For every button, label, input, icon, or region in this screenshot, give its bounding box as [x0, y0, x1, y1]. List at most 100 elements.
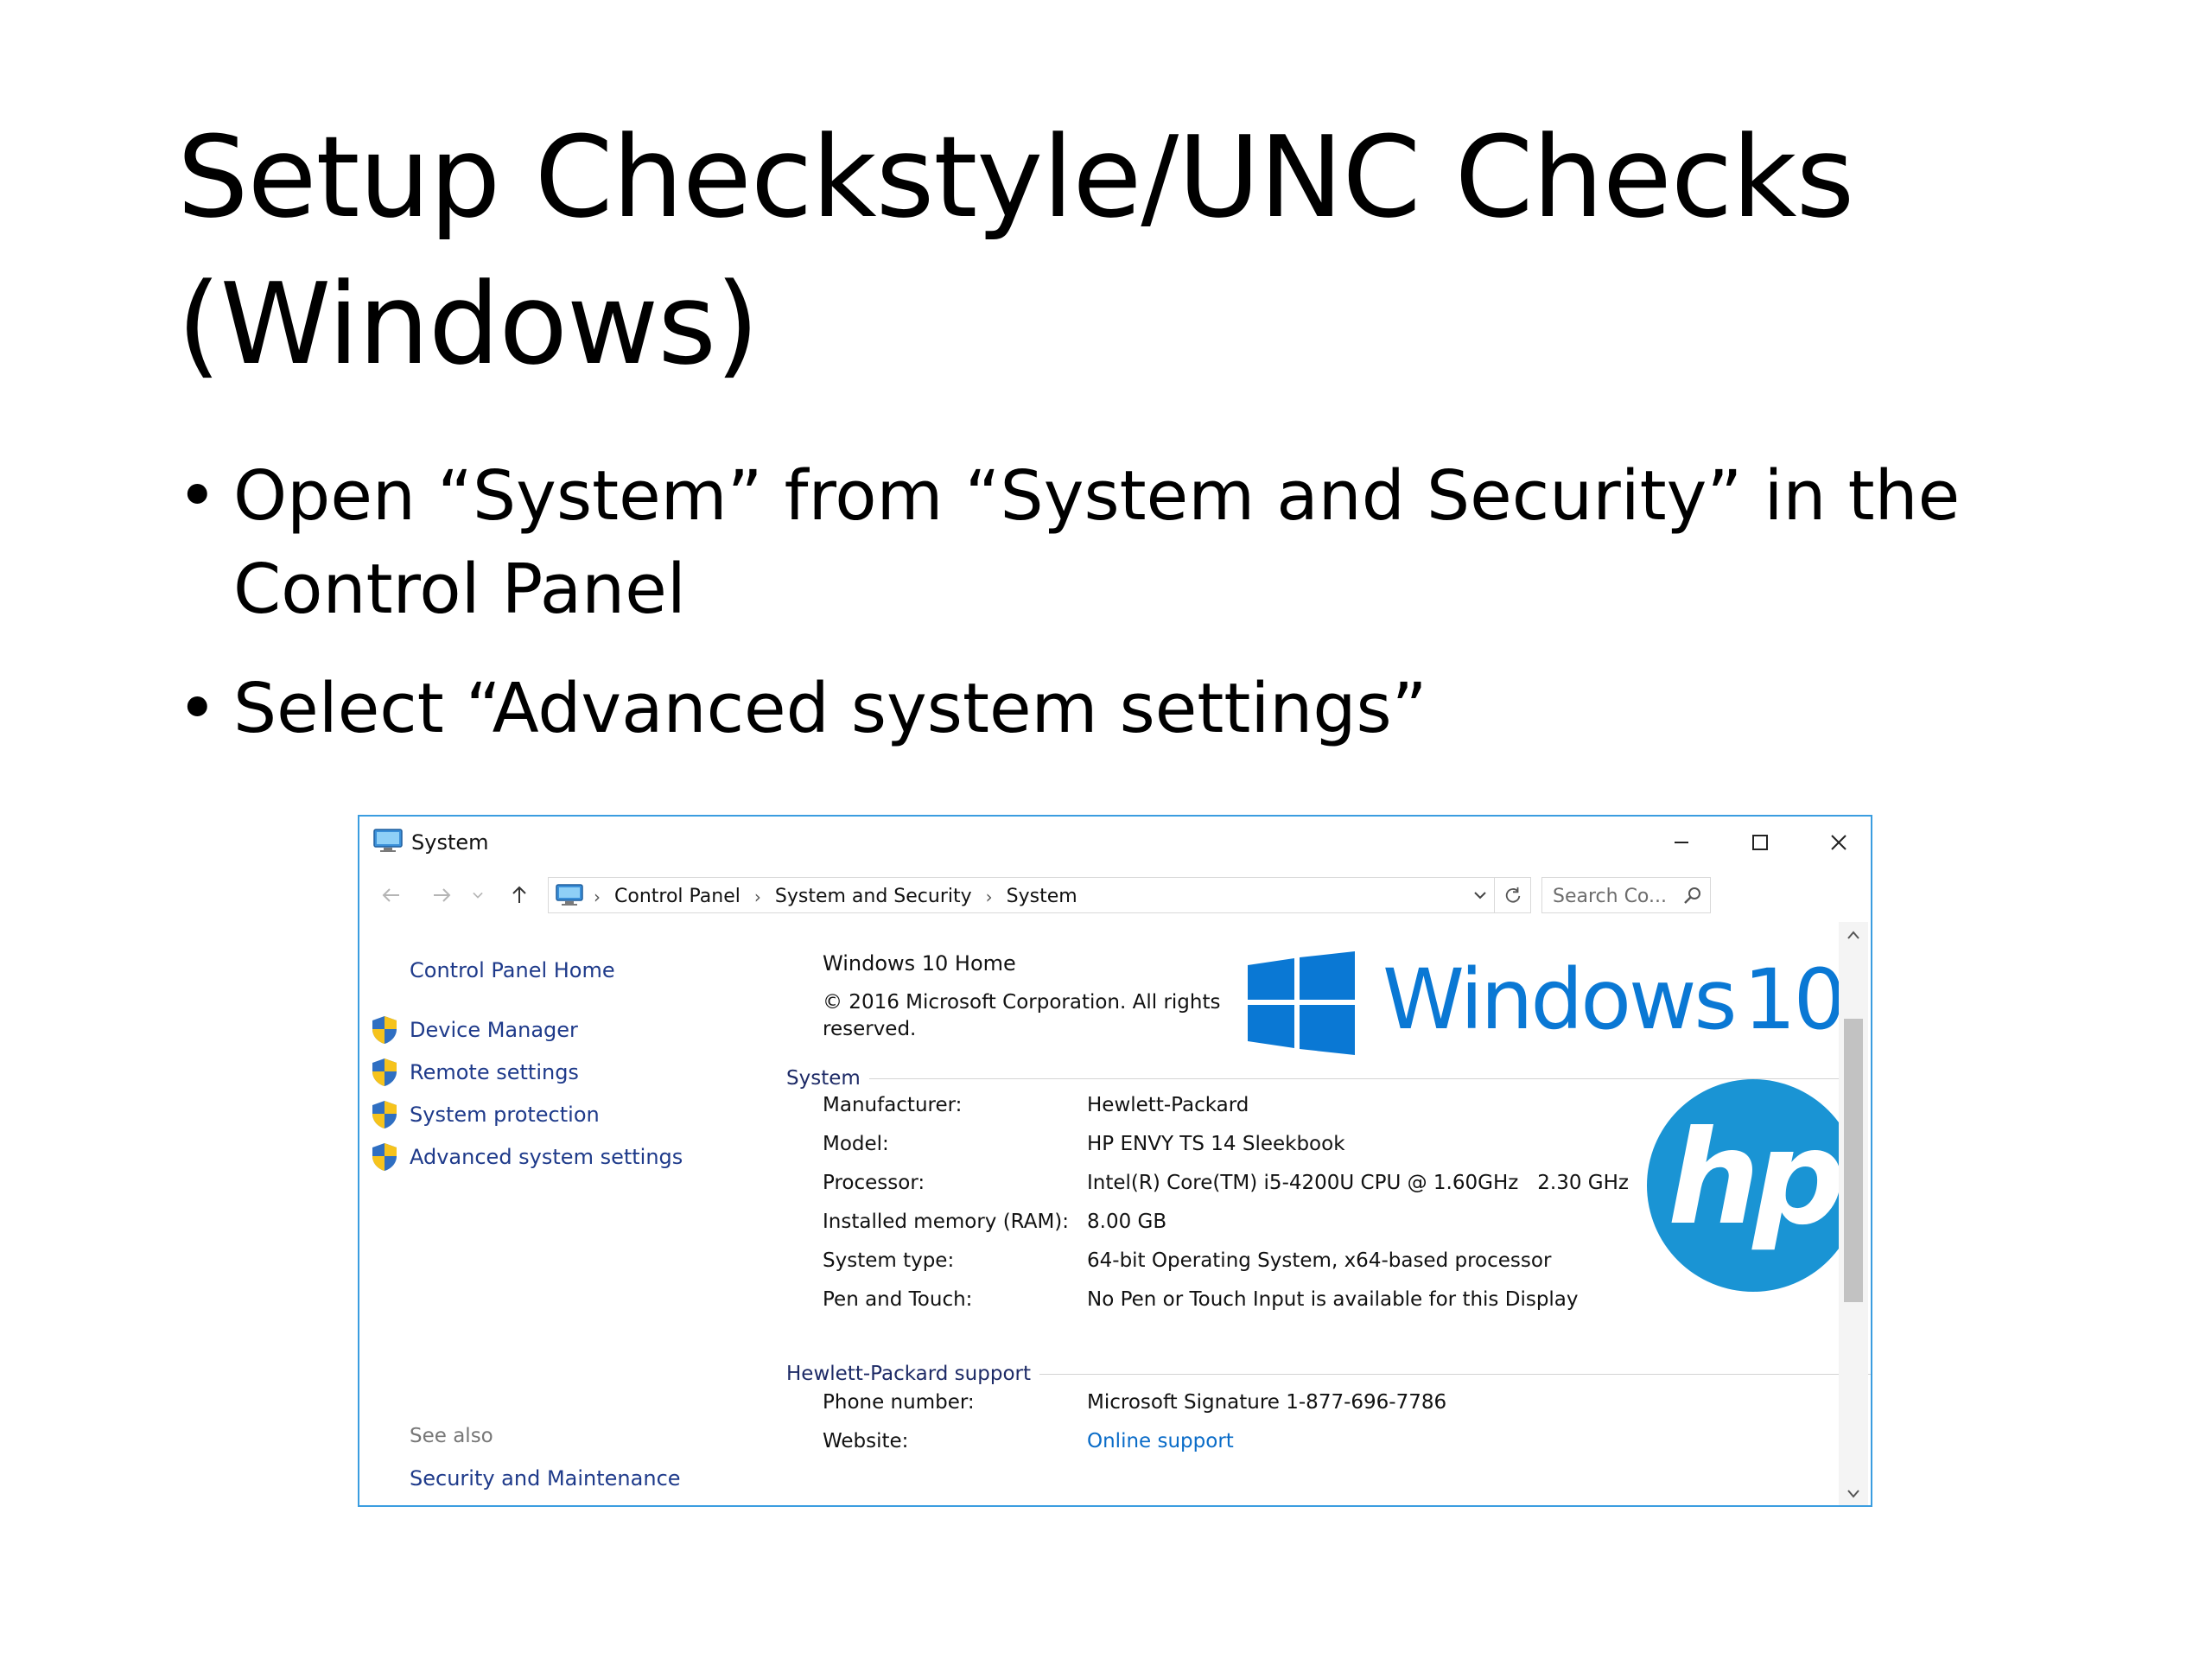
- sidebar-item-label: Device Manager: [410, 1018, 578, 1042]
- info-label: Processor:: [823, 1172, 925, 1194]
- chevron-up-icon: [1847, 931, 1859, 939]
- breadcrumb-separator: ›: [985, 886, 993, 907]
- sidebar-item-label: System protection: [410, 1103, 600, 1127]
- navigation-bar: › Control Panel › System and Security › …: [359, 868, 1871, 922]
- info-row-manufacturer: Manufacturer: Hewlett-Packard: [823, 1090, 1249, 1121]
- windows-wordmark-number: 10: [1743, 951, 1847, 1048]
- title-bar[interactable]: System: [359, 817, 1871, 868]
- system-window: System: [358, 815, 1872, 1507]
- breadcrumb-system[interactable]: System: [1006, 886, 1077, 907]
- minimize-button[interactable]: [1643, 817, 1720, 868]
- breadcrumb-control-panel[interactable]: Control Panel: [614, 886, 741, 907]
- bullet-text: Select “Advanced system settings”: [233, 669, 1427, 748]
- computer-monitor-icon: [556, 884, 583, 906]
- forward-arrow-icon: [434, 888, 451, 902]
- info-label: Model:: [823, 1133, 889, 1155]
- back-arrow-icon: [382, 888, 399, 902]
- breadcrumb-separator: ›: [594, 886, 601, 907]
- section-heading-text: Hewlett-Packard support: [786, 1363, 1031, 1385]
- info-row-installed-memory: Installed memory (RAM): 8.00 GB: [823, 1206, 1166, 1237]
- chevron-down-icon: [473, 892, 483, 899]
- section-divider: [1039, 1373, 1871, 1375]
- info-row-pen-and-touch: Pen and Touch: No Pen or Touch Input is …: [823, 1284, 1579, 1315]
- refresh-button[interactable]: [1494, 878, 1530, 912]
- bullet-list: • Open “System” from “System and Securit…: [177, 449, 2121, 781]
- windows-logo-icon: [1248, 951, 1355, 1055]
- windows-wordmark-word: Windows: [1382, 951, 1738, 1048]
- scroll-thumb[interactable]: [1844, 1019, 1863, 1302]
- see-also-heading: See also: [410, 1425, 493, 1447]
- section-heading-text: System: [786, 1067, 861, 1090]
- close-button[interactable]: [1800, 817, 1871, 868]
- sidebar: Control Panel Home Device Manager Remote…: [359, 922, 740, 1505]
- section-divider: [868, 1077, 1851, 1079]
- sidebar-item-device-manager[interactable]: Device Manager: [370, 1014, 578, 1046]
- recent-locations-button[interactable]: [468, 880, 487, 910]
- info-row-processor: Processor: Intel(R) Core(TM) i5-4200U CP…: [823, 1167, 1629, 1198]
- breadcrumb: › Control Panel › System and Security › …: [590, 886, 1077, 907]
- hp-logo-icon: hp: [1647, 1079, 1859, 1292]
- search-input[interactable]: Search Co...: [1553, 886, 1667, 907]
- computer-monitor-icon: [373, 829, 403, 852]
- slide-title-line-2: (Windows): [177, 258, 760, 390]
- info-label: Website:: [823, 1430, 909, 1452]
- info-label: Manufacturer:: [823, 1094, 963, 1116]
- info-row-model: Model: HP ENVY TS 14 Sleekbook: [823, 1128, 1345, 1160]
- forward-button[interactable]: [427, 880, 456, 910]
- info-value: HP ENVY TS 14 Sleekbook: [1087, 1133, 1345, 1155]
- windows-edition: Windows 10 Home: [823, 951, 1016, 976]
- info-label: System type:: [823, 1249, 955, 1272]
- info-value: Hewlett-Packard: [1087, 1094, 1249, 1116]
- copyright-text: © 2016 Microsoft Corporation. All rights…: [823, 991, 1221, 1040]
- info-label: Phone number:: [823, 1391, 975, 1414]
- info-value: 64-bit Operating System, x64-based proce…: [1087, 1249, 1552, 1272]
- info-value: Microsoft Signature 1-877-696-7786: [1087, 1391, 1447, 1414]
- refresh-icon: [1505, 887, 1520, 903]
- up-arrow-icon: [512, 886, 526, 903]
- slide-title-line-1: Setup Checkstyle/UNC Checks: [177, 111, 1854, 243]
- info-row-phone-number: Phone number: Microsoft Signature 1-877-…: [823, 1387, 1446, 1418]
- scroll-up-button[interactable]: [1839, 922, 1868, 948]
- minimize-icon: [1675, 842, 1688, 843]
- sidebar-item-system-protection[interactable]: System protection: [370, 1098, 600, 1131]
- sidebar-item-label: Remote settings: [410, 1060, 579, 1084]
- sidebar-item-advanced-system-settings[interactable]: Advanced system settings: [370, 1141, 683, 1173]
- bullet-item: • Open “System” from “System and Securit…: [177, 449, 2121, 636]
- breadcrumb-system-and-security[interactable]: System and Security: [774, 886, 972, 907]
- shield-icon: [372, 1101, 397, 1128]
- bullet-marker: •: [177, 456, 218, 536]
- sidebar-item-remote-settings[interactable]: Remote settings: [370, 1056, 579, 1089]
- breadcrumb-separator: ›: [753, 886, 761, 907]
- search-box[interactable]: Search Co...: [1541, 877, 1711, 913]
- support-section-heading: Hewlett-Packard support: [786, 1363, 1871, 1385]
- online-support-link[interactable]: Online support: [1087, 1430, 1234, 1452]
- scroll-down-button[interactable]: [1839, 1481, 1868, 1505]
- address-dropdown-icon[interactable]: [1470, 885, 1491, 906]
- maximize-button[interactable]: [1721, 817, 1799, 868]
- address-bar[interactable]: › Control Panel › System and Security › …: [548, 877, 1531, 913]
- bullet-item: • Select “Advanced system settings”: [177, 662, 2121, 755]
- info-value: 8.00 GB: [1087, 1211, 1167, 1233]
- system-section-heading: System: [786, 1067, 1851, 1090]
- info-label: Pen and Touch:: [823, 1288, 973, 1311]
- sidebar-item-label: Advanced system settings: [410, 1145, 683, 1169]
- info-label: Installed memory (RAM):: [823, 1211, 1070, 1233]
- chevron-down-icon: [1847, 1490, 1859, 1498]
- back-button[interactable]: [377, 880, 406, 910]
- shield-icon: [372, 1058, 397, 1086]
- close-icon: [1831, 835, 1847, 850]
- search-icon[interactable]: [1682, 885, 1703, 906]
- bullet-text: Open “System” from “System and Security”…: [233, 456, 1961, 629]
- security-and-maintenance-link[interactable]: Security and Maintenance: [410, 1466, 681, 1491]
- shield-icon: [372, 1016, 397, 1044]
- info-row-website: Website: Online support: [823, 1426, 1234, 1457]
- info-value: Intel(R) Core(TM) i5-4200U CPU @ 1.60GHz…: [1087, 1172, 1629, 1194]
- window-title: System: [411, 830, 489, 855]
- slide-title: Setup Checkstyle/UNC Checks (Windows): [177, 104, 2121, 397]
- up-button[interactable]: [505, 880, 534, 910]
- vertical-scrollbar[interactable]: [1839, 922, 1868, 1505]
- info-value: No Pen or Touch Input is available for t…: [1087, 1288, 1579, 1311]
- maximize-icon: [1752, 835, 1768, 850]
- control-panel-home-link[interactable]: Control Panel Home: [410, 958, 615, 982]
